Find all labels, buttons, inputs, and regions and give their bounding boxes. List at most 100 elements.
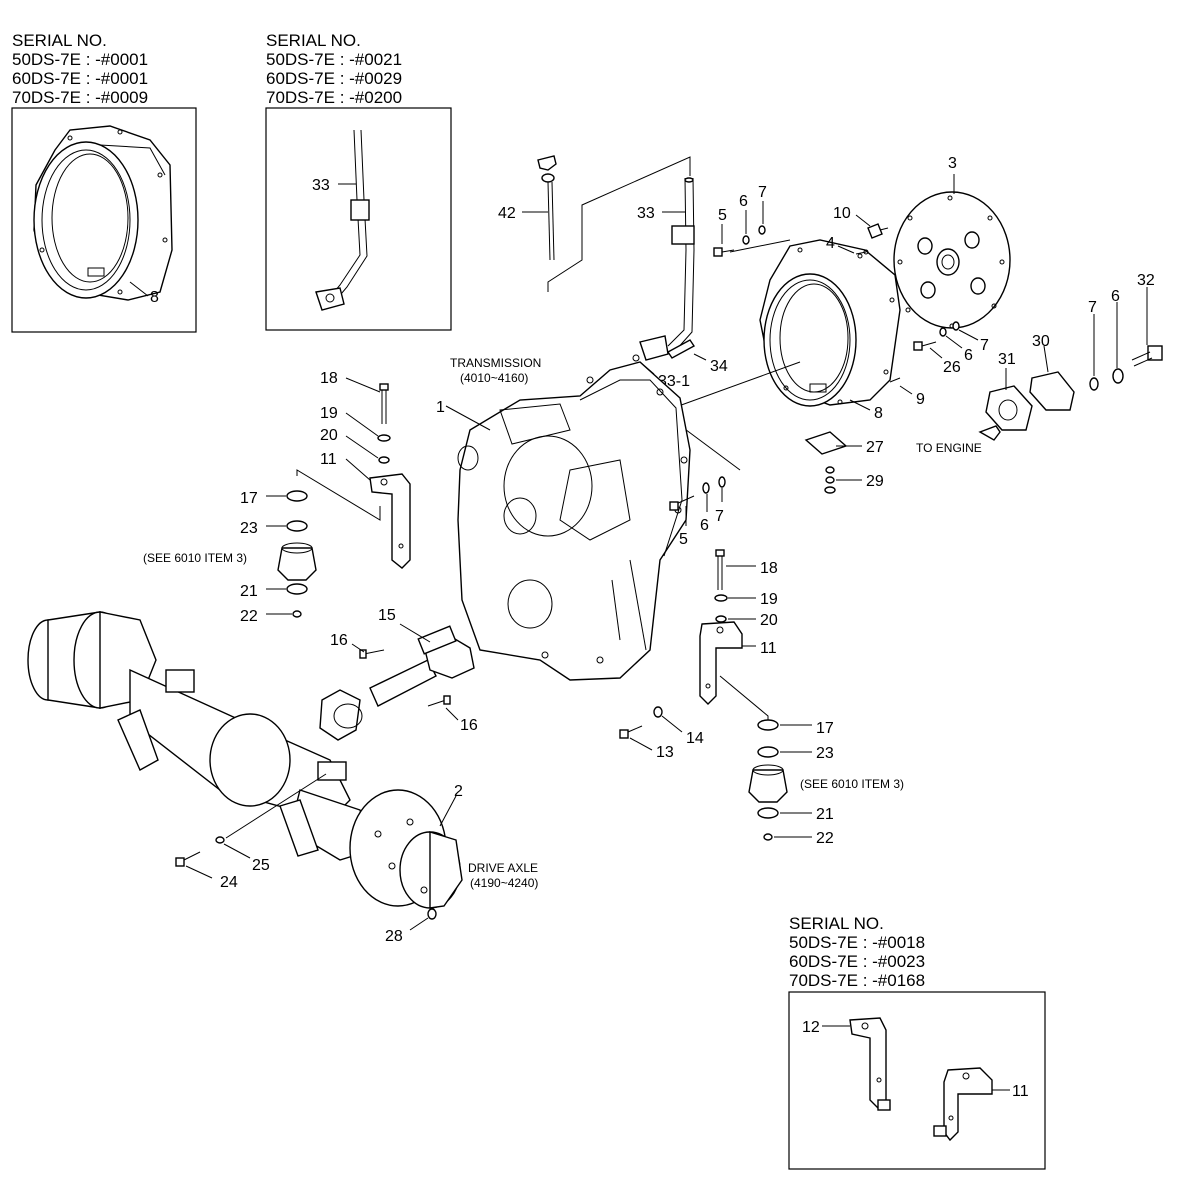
callout-6-right: 6 (964, 347, 973, 364)
callout-5-top: 5 (718, 207, 727, 224)
lockwasher-7-right (952, 321, 960, 331)
callout-22-right: 22 (816, 830, 834, 847)
bracket-11-inset (933, 1067, 993, 1142)
inset-box-3 (788, 991, 1046, 1170)
callout-32: 32 (1137, 272, 1155, 289)
bolt-5-top (713, 247, 735, 257)
see-mount-left: (SEE 6010 ITEM 3) (143, 551, 247, 565)
serial-heading: SERIAL NO. (789, 914, 884, 933)
washer-14 (653, 706, 663, 718)
callout-18-left: 18 (320, 370, 338, 387)
callout-7-top: 7 (758, 184, 767, 201)
callout-8: 8 (874, 405, 883, 422)
callout-23-right: 23 (816, 745, 834, 762)
callout-24: 24 (220, 874, 238, 891)
serial-heading: SERIAL NO. (266, 31, 361, 50)
callout-17-left: 17 (240, 490, 258, 507)
serial-line: 50DS-7E : -#0001 (12, 50, 149, 69)
callout-4: 4 (826, 235, 835, 252)
callout-21-right: 21 (816, 806, 834, 823)
pin-4 (855, 249, 869, 255)
callout-27: 27 (866, 439, 884, 456)
callout-25: 25 (252, 857, 270, 874)
serial-line: 50DS-7E : -#0021 (266, 50, 403, 69)
gasket-31 (985, 385, 1033, 431)
serial-block-2: SERIAL NO. 50DS-7E : -#0021 60DS-7E : -#… (266, 31, 402, 107)
callout-1: 1 (436, 399, 445, 416)
serial-line: 60DS-7E : -#0029 (266, 69, 403, 88)
serial-line: 60DS-7E : -#0023 (789, 952, 926, 971)
callout-28: 28 (385, 928, 403, 945)
washer-21-right (757, 807, 779, 819)
bolts-34 (666, 339, 696, 359)
callout-3: 3 (948, 155, 957, 172)
callout-20-left: 20 (320, 427, 338, 444)
washer-17-left (286, 490, 308, 502)
serial-line: 70DS-7E : -#0200 (266, 88, 403, 107)
callout-11-left: 11 (320, 451, 337, 468)
mount-right (748, 764, 788, 803)
cover-30 (1029, 371, 1075, 411)
transmission-range: (4010~4160) (460, 371, 528, 385)
cover-27 (804, 431, 848, 455)
lockwasher-7-top (758, 225, 766, 235)
washer-6-lower (702, 482, 710, 494)
nut-28 (427, 908, 437, 920)
callout-34: 34 (710, 358, 728, 375)
serial-line: 60DS-7E : -#0001 (12, 69, 149, 88)
bolt-13 (619, 725, 643, 739)
washer-23-left (286, 520, 308, 532)
callout-7-right: 7 (980, 337, 989, 354)
serial-block-1: SERIAL NO. 50DS-7E : -#0001 60DS-7E : -#… (12, 31, 148, 107)
serial-block-3: SERIAL NO. 50DS-7E : -#0018 60DS-7E : -#… (789, 914, 925, 990)
bolt-18-left (379, 383, 389, 424)
callout-26: 26 (943, 359, 961, 376)
bracket-11-left (369, 473, 411, 569)
callout-30: 30 (1032, 333, 1050, 350)
flywheel-housing (759, 239, 901, 407)
callout-15: 15 (378, 607, 396, 624)
lockwasher-7-cover (1089, 377, 1099, 391)
washer-21-left (286, 583, 308, 595)
transmission-label: TRANSMISSION (450, 356, 541, 370)
washer-23-right (757, 746, 779, 758)
bolt-16-lower (427, 695, 451, 707)
callout-23-left: 23 (240, 520, 258, 537)
washer-17-right (757, 719, 779, 731)
bolt-16-upper (359, 649, 385, 659)
dipstick-tube-inset (315, 129, 370, 311)
callout-5-lower: 5 (679, 531, 688, 548)
serial-heading: SERIAL NO. (12, 31, 107, 50)
callout-11-right: 11 (760, 640, 777, 657)
nut-22-right (763, 833, 773, 841)
see-mount-right: (SEE 6010 ITEM 3) (800, 777, 904, 791)
flex-plate (893, 191, 1011, 329)
drive-axle (27, 611, 463, 909)
inset-box-2 (265, 107, 452, 331)
washer-6-top (742, 235, 750, 245)
callout-33: 33 (637, 205, 655, 222)
bolt-18-right (715, 549, 725, 590)
callout-33-inset: 33 (312, 177, 330, 194)
callout-17-right: 17 (816, 720, 834, 737)
washer-6-right (939, 327, 947, 337)
serial-line: 70DS-7E : -#0168 (789, 971, 926, 990)
bracket-12-inset (849, 1017, 891, 1111)
callout-10: 10 (833, 205, 851, 222)
callout-16-lower: 16 (460, 717, 478, 734)
callout-6-top: 6 (739, 193, 748, 210)
callout-20-right: 20 (760, 612, 778, 629)
callout-2: 2 (454, 783, 463, 800)
serial-line: 50DS-7E : -#0018 (789, 933, 926, 952)
bracket-11-right (699, 621, 743, 705)
callout-6-cover: 6 (1111, 288, 1120, 305)
nut-22-left (292, 610, 302, 618)
washer-6-cover (1112, 368, 1124, 384)
flywheel-housing-inset (33, 125, 173, 301)
pin-9 (889, 377, 901, 383)
inset-box-1 (11, 107, 197, 333)
lockwasher-7-lower (718, 476, 726, 488)
washer-19-left (377, 434, 391, 442)
bolt-26 (913, 341, 937, 351)
